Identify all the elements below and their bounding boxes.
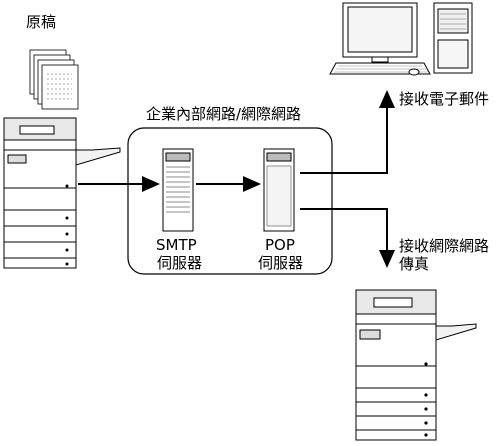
original-label: 原稿 — [26, 13, 57, 31]
pop-label-line2: 伺服器 — [258, 254, 304, 272]
receive-ifax-label-line1: 接收網際網路 — [399, 237, 490, 255]
sender-printer-icon — [3, 117, 121, 269]
network-label: 企業內部網路/網際網路 — [146, 105, 302, 123]
smtp-server-icon — [162, 148, 194, 232]
pop-server-icon — [263, 148, 295, 232]
computer-icon — [329, 2, 473, 76]
recipient-printer-icon — [355, 289, 477, 441]
original-documents-icon — [29, 49, 79, 110]
receive-email-label: 接收電子郵件 — [399, 90, 490, 108]
receive-ifax-label-line2: 傳真 — [399, 255, 430, 273]
pop-to-ifax-arrow — [300, 208, 395, 268]
pop-label-line1: POP — [265, 236, 295, 254]
pop-to-email-arrow — [300, 90, 395, 174]
smtp-label-line2: 伺服器 — [157, 254, 203, 272]
smtp-label-line1: SMTP — [156, 236, 197, 254]
